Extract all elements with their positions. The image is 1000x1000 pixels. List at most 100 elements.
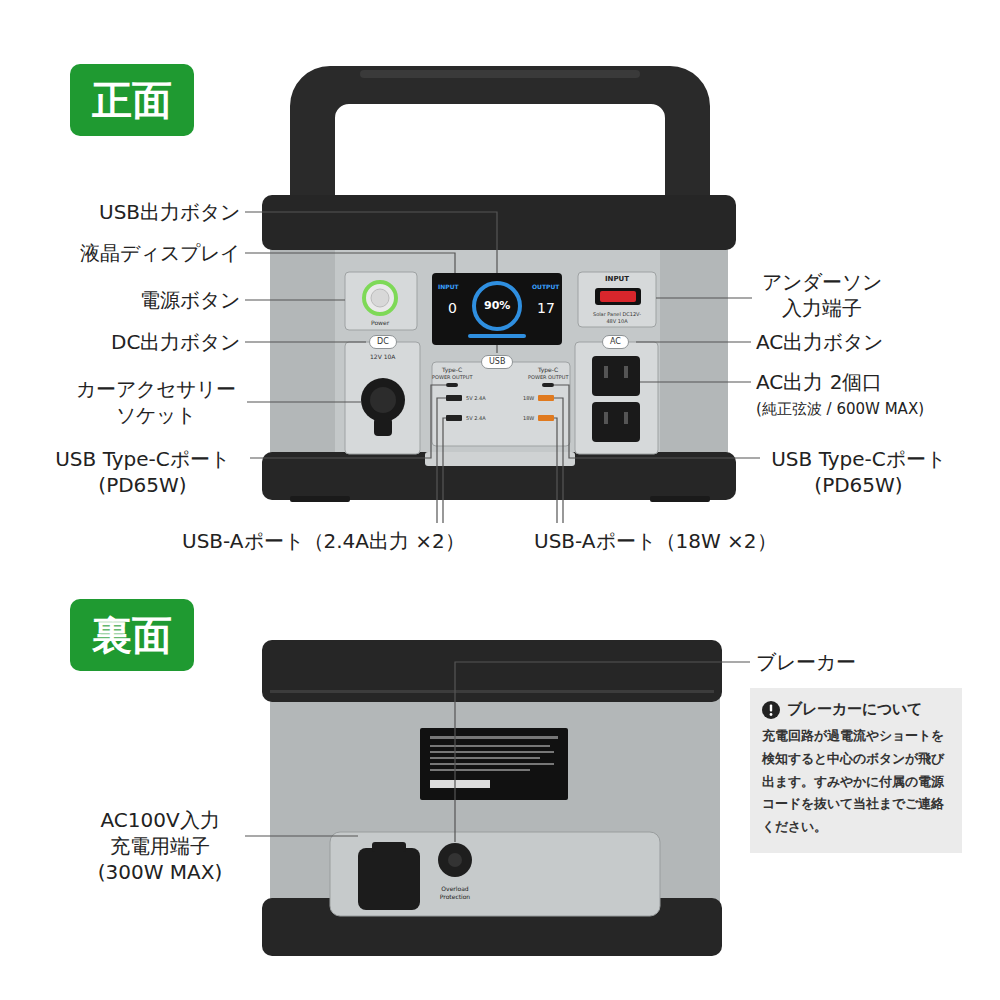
sticker-line — [430, 736, 558, 739]
ac-panel — [575, 342, 658, 454]
device-print: 12V 10A — [370, 353, 395, 361]
port-group-tag: USB — [481, 355, 513, 369]
warning-dot — [770, 713, 773, 716]
callout-label: USB-Aポート（2.4A出力 ×2） — [182, 528, 465, 554]
display-text: OUTPUT — [532, 283, 559, 291]
sticker-line — [430, 763, 554, 765]
device-print: Type-C — [538, 366, 558, 374]
usb-panel — [432, 362, 570, 446]
leader-line — [245, 253, 455, 273]
callout-label: USB Type-Cポート (PD65W) — [751, 446, 966, 498]
outlet-slot — [604, 366, 608, 378]
lcd-icon-bar — [468, 334, 526, 338]
ac-input-socket — [358, 848, 420, 910]
display-text: INPUT — [438, 283, 459, 291]
callout-label: DC出力ボタン — [111, 329, 240, 355]
front-panel — [335, 248, 660, 460]
sticker-line — [430, 751, 554, 753]
anderson-port — [595, 288, 641, 305]
spec-sticker — [420, 728, 568, 800]
note-heading-row: ブレーカーについて — [762, 700, 950, 719]
device-print: 18W — [523, 415, 534, 422]
top-cap — [262, 640, 722, 702]
device-print: 18W — [523, 395, 534, 402]
leader-line — [636, 341, 751, 342]
usb-a-port — [446, 395, 462, 401]
node-body: 充電回路が過電流やショートを検知すると中心のボタンが飛び出ます。すみやかに付属の… — [762, 725, 950, 839]
sticker-line — [430, 757, 540, 759]
node-heading: DC — [377, 337, 389, 347]
foot — [650, 496, 710, 502]
usb-a-port-quick — [538, 415, 554, 421]
sticker-line — [430, 745, 550, 747]
ac-input-cover — [372, 842, 406, 852]
outlet-slot — [624, 412, 628, 424]
power-button-center — [371, 289, 389, 307]
leader-lines — [245, 253, 760, 523]
car-socket-tab — [374, 418, 392, 436]
node-heading: 正面 — [92, 76, 172, 124]
display-value: 0 — [448, 299, 457, 317]
device-print: Power — [371, 319, 389, 327]
ac-outlet — [592, 356, 640, 396]
type-c-port — [446, 383, 458, 387]
leader-line — [245, 341, 366, 342]
device-print: 5V 2.4A — [466, 395, 486, 402]
device-print: 5V 2.4A — [466, 415, 486, 422]
callout-label: 電源ボタン — [140, 287, 240, 313]
leader-line — [554, 418, 557, 523]
ac-outlet — [592, 402, 640, 442]
callout-label: USB出力ボタン — [99, 199, 240, 225]
leader-line — [640, 381, 751, 382]
port-group-tag: AC — [602, 335, 629, 349]
breaker-button-center — [448, 853, 462, 867]
callout-label: AC出力ボタン — [756, 329, 883, 355]
node-heading: USB — [489, 357, 505, 367]
leader-line — [245, 299, 345, 300]
lcd-display — [432, 273, 562, 345]
breaker-button — [438, 843, 472, 877]
callout-label: USB-Aポート（18W ×2） — [534, 528, 777, 554]
usb-a-port-quick — [538, 395, 554, 401]
callout-label: カーアクセサリー ソケット — [68, 376, 243, 428]
leader-line — [247, 401, 361, 402]
bottom-groove — [425, 452, 575, 466]
top-cap-edge — [270, 690, 714, 693]
node-heading: ブレーカーについて — [787, 700, 922, 719]
leader-lines — [245, 662, 750, 842]
leader-line — [245, 835, 358, 836]
lcd-ring — [474, 283, 520, 329]
callout-label: 液晶ディスプレイ — [80, 240, 240, 266]
bottom-band — [262, 452, 736, 500]
device-print: Overload Protection — [430, 885, 480, 901]
warning-circle — [762, 701, 780, 719]
device-print: Solar Panel DC12V-48V 10A — [589, 311, 645, 324]
back-lower-panel — [330, 832, 660, 916]
outlet-slot — [604, 412, 608, 424]
section-badge: 正面 — [70, 64, 194, 136]
callout-label: アンダーソン 入力端子 — [752, 269, 892, 321]
callout-note: (純正弦波 / 600W MAX) — [756, 400, 924, 420]
sticker-print — [430, 736, 558, 788]
node-heading: AC — [610, 337, 621, 347]
power-panel — [345, 272, 417, 330]
device-print: INPUT — [605, 275, 629, 284]
display-value: 17 — [537, 299, 555, 317]
top-cap — [262, 195, 736, 250]
device-print: Type-C — [442, 366, 462, 374]
body-grey — [270, 240, 728, 462]
outlet-slot — [624, 366, 628, 378]
callout-label: USB Type-Cポート (PD65W) — [35, 446, 250, 498]
device-print: POWER OUTPUT — [528, 374, 569, 381]
display-value: 90% — [484, 299, 510, 313]
type-c-port — [542, 383, 554, 387]
leader-line — [656, 297, 752, 298]
input-panel — [578, 272, 656, 327]
warning-bar — [770, 704, 772, 711]
callout-label: ブレーカー — [756, 649, 856, 675]
callout-label: AC100V入力 充電用端子 (300W MAX) — [80, 807, 240, 885]
handle-grip — [360, 70, 640, 78]
leader-line — [443, 418, 446, 523]
callout-label: AC出力 2個口 — [756, 369, 882, 395]
